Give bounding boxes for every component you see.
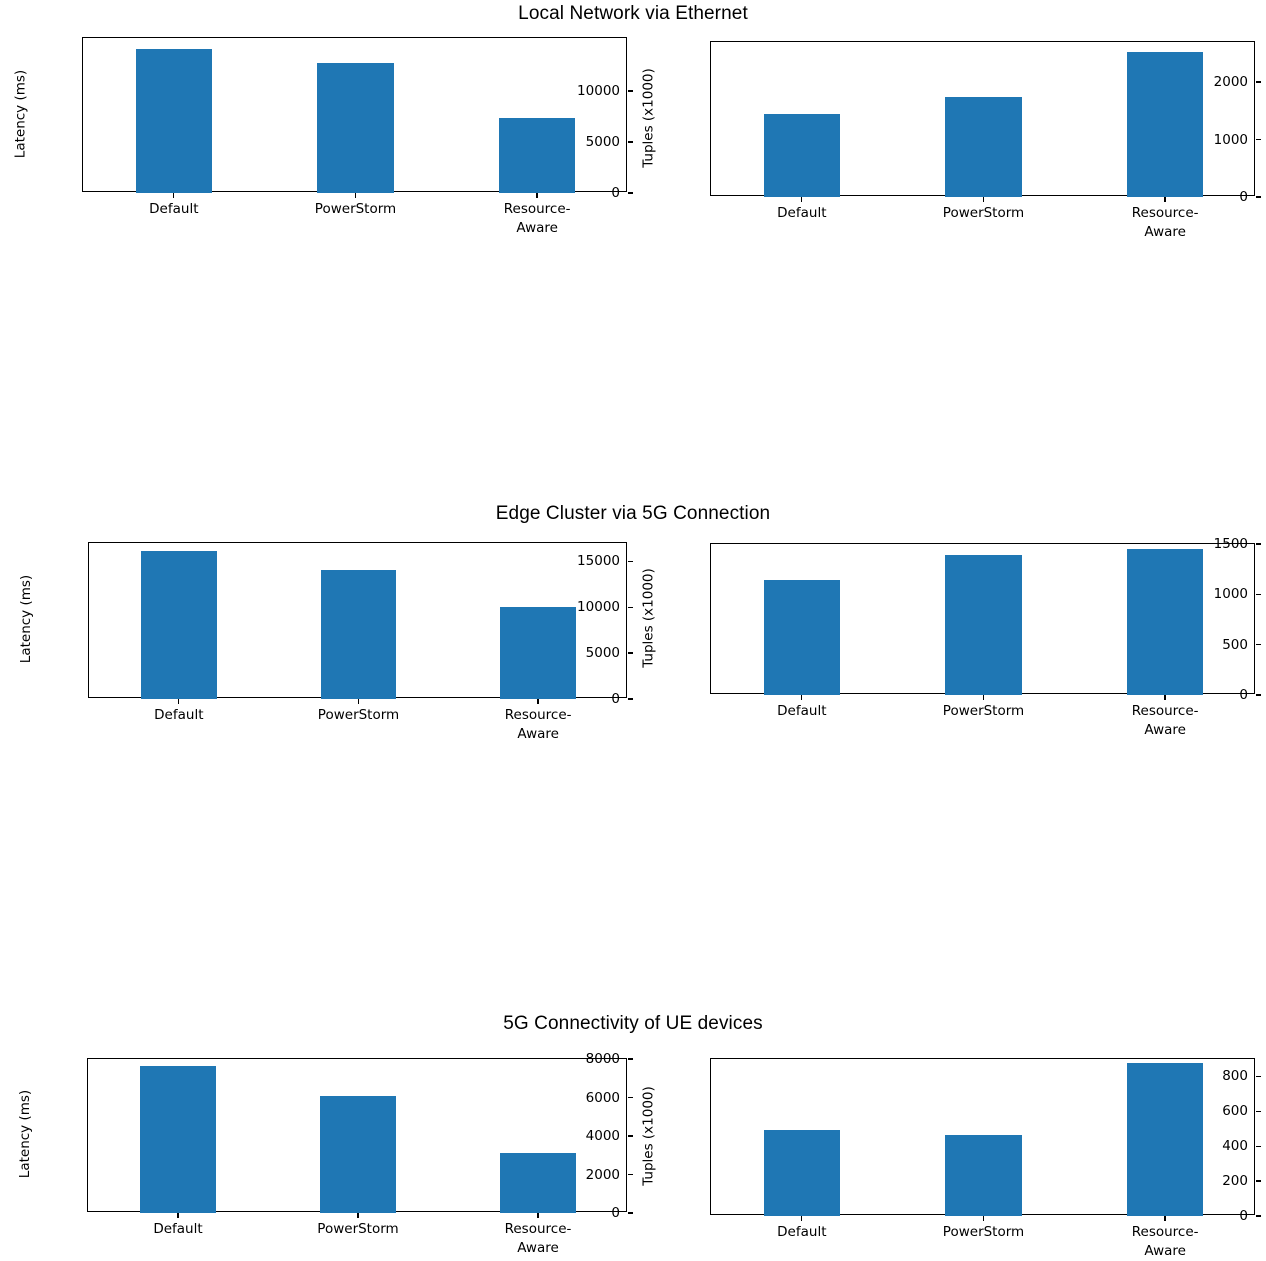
row-title-1: Local Network via Ethernet xyxy=(518,3,748,24)
y-tick-label: 10000 xyxy=(577,599,620,616)
y-tick-mark xyxy=(1256,543,1261,545)
x-tick-label: PowerStorm xyxy=(942,703,1025,719)
x-tick-label: Resource- Aware xyxy=(1131,1224,1199,1259)
y-tick-label: 5000 xyxy=(585,134,620,150)
x-tick-label: Default xyxy=(777,205,827,221)
y-tick-mark xyxy=(1256,1110,1261,1112)
x-tick-mark xyxy=(1164,695,1166,700)
x-tick-label: Resource- Aware xyxy=(1131,205,1199,240)
x-tick-mark xyxy=(357,699,360,704)
y-tick-mark xyxy=(1256,643,1261,646)
bar xyxy=(1127,1063,1204,1216)
y-tick-mark xyxy=(628,652,633,654)
y-tick-mark xyxy=(628,698,633,700)
y-tick-label: 0 xyxy=(1239,687,1248,703)
y-tick-label: 1000 xyxy=(1213,131,1248,148)
y-tick-mark xyxy=(1256,138,1261,141)
bar xyxy=(763,580,840,695)
y-tick-mark xyxy=(1256,694,1261,696)
y-tick-mark xyxy=(1256,1215,1261,1217)
y-tick-label: 15000 xyxy=(577,553,620,570)
x-tick-label: Default xyxy=(149,201,199,217)
bar xyxy=(1127,549,1204,695)
bar xyxy=(141,550,217,699)
x-tick-label: PowerStorm xyxy=(942,1224,1025,1240)
bar xyxy=(499,117,576,193)
x-tick-mark xyxy=(537,699,539,704)
x-tick-mark xyxy=(801,197,803,202)
x-tick-label: PowerStorm xyxy=(317,707,400,723)
y-tick-mark xyxy=(1256,81,1261,83)
x-tick-mark xyxy=(801,1216,803,1221)
y-tick-label: 0 xyxy=(1239,189,1248,205)
x-tick-label: Default xyxy=(777,1224,827,1240)
y-tick-mark xyxy=(628,560,633,562)
y-tick-label: 500 xyxy=(1222,636,1248,653)
bar xyxy=(1127,52,1204,197)
x-tick-label: PowerStorm xyxy=(314,201,397,217)
y-tick-mark xyxy=(1256,196,1261,198)
y-tick-mark xyxy=(1256,1145,1261,1147)
x-tick-mark xyxy=(982,695,985,700)
y-tick-mark xyxy=(1256,593,1261,595)
bar xyxy=(763,114,840,197)
x-tick-mark xyxy=(536,193,538,198)
x-tick-label: PowerStorm xyxy=(942,205,1025,221)
y-tick-label: 1500 xyxy=(1213,536,1248,552)
y-tick-mark xyxy=(628,90,633,92)
y-tick-mark xyxy=(628,141,633,143)
x-tick-mark xyxy=(801,695,803,700)
y-tick-mark xyxy=(628,192,633,194)
x-tick-mark xyxy=(982,1216,985,1221)
bar xyxy=(945,555,1022,695)
row-title-2: Edge Cluster via 5G Connection xyxy=(495,503,771,524)
x-tick-mark xyxy=(982,197,985,202)
y-tick-label: 2000 xyxy=(1213,74,1248,91)
y-tick-mark xyxy=(1256,1180,1261,1182)
x-tick-label: Resource- Aware xyxy=(503,201,571,236)
x-tick-mark xyxy=(173,193,175,198)
y-axis-label: Tuples (x1000) xyxy=(640,1085,656,1186)
y-tick-label: 200 xyxy=(1222,1173,1248,1190)
y-tick-label: 1000 xyxy=(1213,586,1248,603)
y-tick-label: 400 xyxy=(1222,1138,1248,1155)
x-tick-mark xyxy=(1164,197,1166,202)
bar xyxy=(500,607,576,699)
y-tick-label: 0 xyxy=(611,185,620,201)
x-tick-mark xyxy=(1164,1216,1166,1221)
bar xyxy=(945,1134,1022,1216)
bar xyxy=(320,569,397,699)
y-tick-mark xyxy=(628,606,633,608)
bar xyxy=(763,1129,840,1216)
bar xyxy=(135,49,212,193)
y-tick-label: 800 xyxy=(1222,1068,1248,1085)
y-tick-label: 5000 xyxy=(585,645,620,662)
x-tick-label: Default xyxy=(154,707,204,723)
x-tick-label: Resource- Aware xyxy=(504,707,572,742)
y-tick-label: 0 xyxy=(611,691,620,707)
y-tick-label: 10000 xyxy=(577,83,620,100)
x-tick-label: Resource- Aware xyxy=(1131,703,1199,738)
x-tick-label: Default xyxy=(777,703,827,719)
x-tick-mark xyxy=(178,699,180,704)
y-tick-mark xyxy=(1256,1075,1261,1078)
y-axis-label: Tuples (x1000) xyxy=(640,67,656,168)
x-tick-mark xyxy=(354,193,357,198)
y-tick-label: 600 xyxy=(1222,1103,1248,1120)
bar xyxy=(317,63,394,193)
bar xyxy=(945,97,1022,197)
